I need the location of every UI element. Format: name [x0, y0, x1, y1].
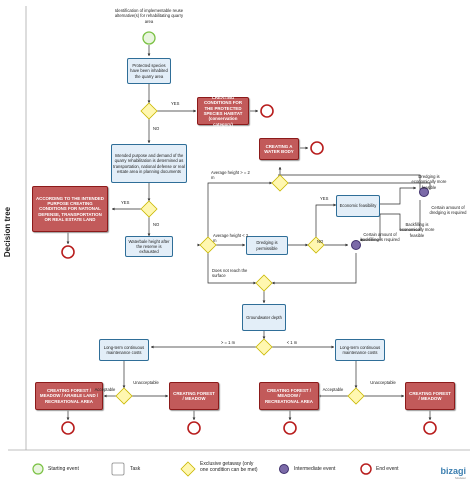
legend-start-label: Starting event — [48, 466, 79, 472]
gateway-costs-left — [115, 387, 133, 405]
end-event-forest-right — [423, 421, 437, 435]
task-economic-feasibility[interactable]: Economic feasibility — [336, 195, 380, 217]
task-intended-purpose[interactable]: Intended purpose and demand of the quarr… — [111, 144, 187, 183]
legend-intermediate-label: Intermediate event — [294, 466, 336, 472]
end-task-forest-left[interactable]: CREATING FOREST / MEADOW — [169, 382, 219, 410]
start-event — [142, 31, 156, 45]
start-note: Identification of implementable reuse al… — [114, 8, 184, 24]
task-dredging-permissible[interactable]: Dredging is permissible — [246, 236, 288, 255]
label-certain-dredging: Certain amount of dredging is required — [429, 205, 467, 216]
legend-gateway-label: Exclusive getaway (only one condition ca… — [200, 461, 258, 473]
task-maintenance-costs-right[interactable]: Long-term continuous maintenance costs — [335, 339, 385, 361]
end-task-water-body[interactable]: CREATING A WATER BODY — [259, 138, 299, 160]
intermediate-event-backfilling — [351, 240, 361, 250]
label-yes-3: YES — [320, 196, 329, 201]
end-task-forest-recreational[interactable]: CREATING FOREST / MEADOW / RECREATIONAL … — [259, 382, 319, 410]
gateway-water-body — [271, 174, 289, 192]
label-unacceptable-2: Unacceptable — [370, 380, 396, 385]
task-waterbale-height[interactable]: Waterbale height after the reserve is ex… — [125, 236, 173, 257]
gateway-groundwater — [255, 338, 273, 356]
label-unacceptable-1: Unacceptable — [133, 380, 159, 385]
label-not-reach-surface: Does not reach the surface — [212, 268, 248, 279]
label-avg-gte-2m: Average height > = 2 m — [211, 170, 250, 181]
gateway-merge — [255, 274, 273, 292]
legend-gateway-icon — [180, 461, 196, 477]
logo-name: bizagi — [440, 466, 466, 476]
label-yes-2: YES — [121, 200, 130, 205]
legend-intermediate-icon — [279, 464, 289, 474]
end-event-habitat — [260, 104, 274, 118]
gateway-intended-purpose — [140, 200, 158, 218]
label-no-1: NO — [153, 126, 160, 131]
label-backfilling-more-feasible: Backfilling is economically more feasibl… — [399, 222, 435, 238]
legend-end-label: End event — [376, 466, 399, 472]
label-dredging-more-feasible: Dredging is economically more feasible — [411, 174, 447, 190]
label-acceptable-1: Acceptable — [94, 387, 116, 392]
intermediate-event-dredging — [419, 187, 429, 197]
label-yes-1: YES — [171, 101, 180, 106]
label-acceptable-2: Acceptable — [322, 387, 344, 392]
bizagi-logo: bizagi Modeler — [440, 466, 466, 480]
task-maintenance-costs-left[interactable]: Long-term continuous maintenance costs — [99, 339, 149, 361]
legend-task-icon — [111, 462, 125, 476]
end-task-protected-habitat[interactable]: CREATING CONDITIONS FOR THE PROTECTED SP… — [197, 95, 249, 127]
legend-start-icon — [32, 463, 44, 475]
task-protected-species[interactable]: Protected species have been inhabited th… — [127, 58, 171, 84]
legend-end-icon — [360, 463, 372, 475]
gateway-protected-species — [140, 102, 158, 120]
sequence-flows — [66, 45, 432, 426]
label-gte-1m: > = 1 m — [220, 340, 236, 345]
label-no-3: NO — [317, 239, 324, 244]
gateway-costs-right — [347, 387, 365, 405]
end-event-forest-arable — [61, 421, 75, 435]
legend-task-label: Task — [130, 466, 141, 472]
end-task-intended-purpose-land[interactable]: ACCORDING TO THE INTENDED PURPOSE CREATI… — [32, 186, 108, 232]
gateway-water-table — [199, 236, 217, 254]
logo-sub: Modeler — [455, 476, 466, 480]
label-lt-1m: < 1 m — [286, 340, 298, 345]
end-event-forest-recreational — [283, 421, 297, 435]
end-task-forest-arable[interactable]: CREATING FOREST / MEADOW / ARABLE LAND /… — [35, 382, 103, 410]
end-event-land — [61, 245, 75, 259]
label-certain-backfilling: Certain amount of backfilling is require… — [360, 232, 400, 243]
label-avg-lt-2m: Average height < 2 m — [213, 233, 249, 244]
end-event-forest-left — [187, 421, 201, 435]
end-event-water-body — [310, 141, 324, 155]
end-task-forest-right[interactable]: CREATING FOREST / MEADOW — [405, 382, 455, 410]
gateway-dredging — [307, 236, 325, 254]
label-no-2: NO — [153, 222, 160, 227]
task-groundwater-depth[interactable]: Groundwater depth — [242, 304, 286, 331]
